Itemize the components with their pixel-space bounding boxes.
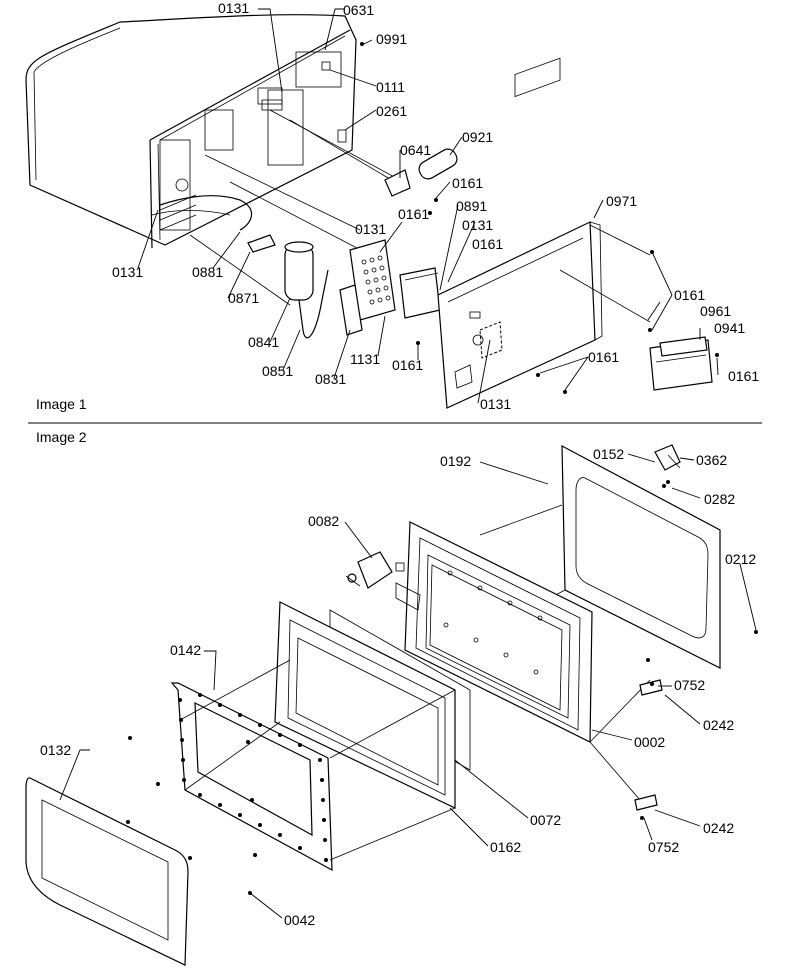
callout-0161-f: 0161 [588, 349, 619, 365]
callout-0131-mid: 0131 [462, 217, 493, 233]
callout-0192: 0192 [440, 453, 471, 469]
callout-0841: 0841 [248, 334, 279, 350]
hinge-bracket-lower [634, 794, 658, 811]
callout-0991: 0991 [376, 31, 407, 47]
section-label-image-2: Image 2 [36, 429, 87, 445]
exploded-view-2: Image 2 [25, 429, 758, 966]
callout-0161-e: 0161 [674, 287, 705, 303]
callout-0871: 0871 [228, 290, 259, 306]
display-window [649, 336, 713, 391]
exploded-view-1: 0131 0631 0991 0111 0261 0921 0641 0161 … [25, 0, 759, 412]
control-board [399, 267, 441, 319]
callout-0152: 0152 [593, 446, 624, 462]
callout-0002: 0002 [634, 734, 665, 750]
callout-0831: 0831 [315, 371, 346, 387]
callout-0641: 0641 [400, 142, 431, 158]
callout-0161-c: 0161 [472, 236, 503, 252]
callout-0971: 0971 [606, 193, 637, 209]
callout-0921: 0921 [462, 129, 493, 145]
callout-0082: 0082 [308, 513, 339, 529]
control-keypad [339, 239, 396, 336]
callout-0131-panel: 0131 [355, 221, 386, 237]
callout-0161-b: 0161 [398, 206, 429, 222]
section-label-image-1: Image 1 [36, 396, 87, 412]
callout-0042: 0042 [284, 912, 315, 928]
callout-0261: 0261 [376, 103, 407, 119]
callout-0132: 0132 [40, 742, 71, 758]
door-latch [345, 551, 405, 589]
callout-1131: 1131 [350, 351, 380, 367]
callout-0161-a: 0161 [452, 175, 483, 191]
bracket [247, 234, 276, 253]
callout-0131-bot: 0131 [480, 396, 511, 412]
callout-0111: 0111 [376, 79, 405, 95]
callout-0891: 0891 [456, 198, 487, 214]
hinge [654, 444, 681, 471]
callout-0072: 0072 [530, 812, 561, 828]
door-outer-panel [25, 777, 189, 966]
cabinet-shell [25, 14, 357, 249]
callout-0131-left: 0131 [112, 264, 143, 280]
thermal-switch [384, 148, 458, 197]
callout-0242-b: 0242 [703, 820, 734, 836]
callout-0362: 0362 [696, 452, 727, 468]
door-gasket [170, 682, 333, 872]
hinge-bracket-upper [639, 679, 663, 696]
callout-0851: 0851 [262, 363, 293, 379]
callout-0752-a: 0752 [674, 677, 705, 693]
callout-0881: 0881 [192, 264, 223, 280]
callout-0161-d: 0161 [392, 357, 423, 373]
callout-0131-top: 0131 [218, 0, 249, 16]
callout-0242-a: 0242 [703, 717, 734, 733]
door-back-plate [561, 444, 721, 669]
callout-0752-b: 0752 [648, 839, 679, 855]
capacitor [284, 241, 329, 339]
callout-0282: 0282 [704, 491, 735, 507]
callout-0631: 0631 [343, 2, 374, 18]
callout-0961: 0961 [700, 303, 731, 319]
callout-0161-g: 0161 [728, 368, 759, 384]
callout-0162: 0162 [490, 839, 521, 855]
control-panel [437, 57, 603, 409]
callout-0142: 0142 [170, 642, 201, 658]
callout-0941: 0941 [714, 320, 745, 336]
callout-0212: 0212 [725, 551, 756, 567]
